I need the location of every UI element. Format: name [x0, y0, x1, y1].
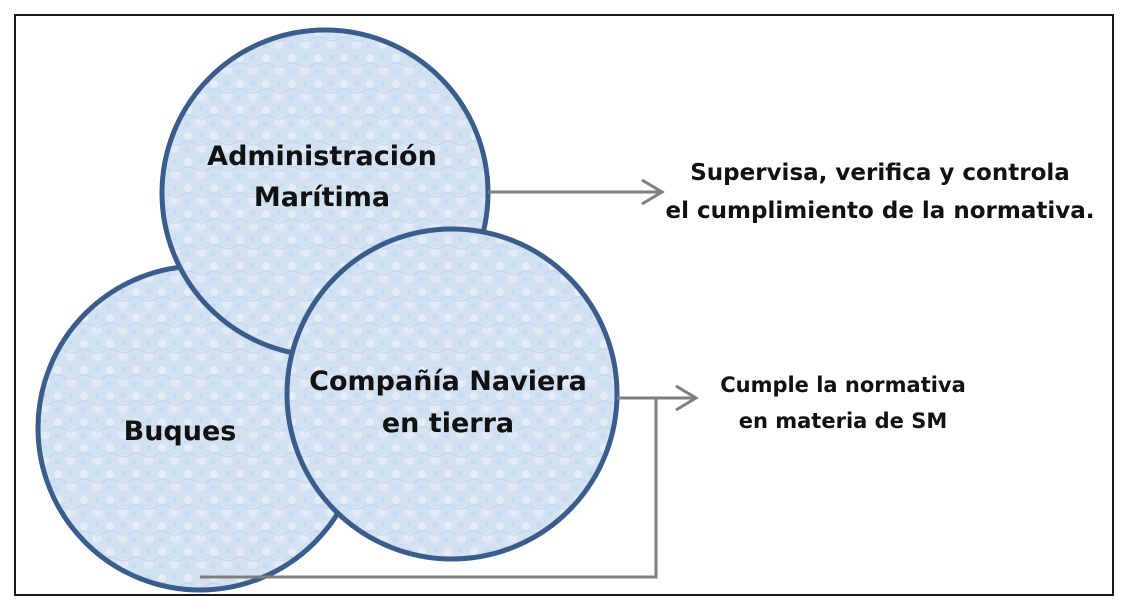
arrow-bottom-head — [675, 384, 699, 412]
circle-buques-label: Buques — [124, 416, 237, 447]
circle-compania-shape — [284, 226, 620, 562]
arrow-top-head — [641, 178, 665, 206]
annotation-top-line2: el cumplimiento de la normativa. — [666, 198, 1095, 224]
circle-compania: Compañía Naviera en tierra — [284, 226, 620, 562]
annotation-top: Supervisa, verifica y controla el cumpli… — [666, 160, 1095, 224]
circle-compania-label-line1: Compañía Naviera — [309, 366, 587, 397]
annotation-top-line1: Supervisa, verifica y controla — [690, 160, 1070, 186]
arrow-top — [488, 178, 665, 206]
annotation-bottom-line1: Cumple la normativa — [720, 373, 966, 397]
annotation-bottom-line2: en materia de SM — [739, 409, 947, 433]
annotation-bottom: Cumple la normativa en materia de SM — [720, 373, 966, 433]
circle-compania-label-line2: en tierra — [382, 408, 514, 439]
circle-administracion-label-line2: Marítima — [254, 182, 390, 213]
circle-administracion-label-line1: Administración — [207, 141, 437, 172]
arrow-bottom — [200, 384, 699, 579]
arrow-bottom-connector — [200, 398, 658, 579]
